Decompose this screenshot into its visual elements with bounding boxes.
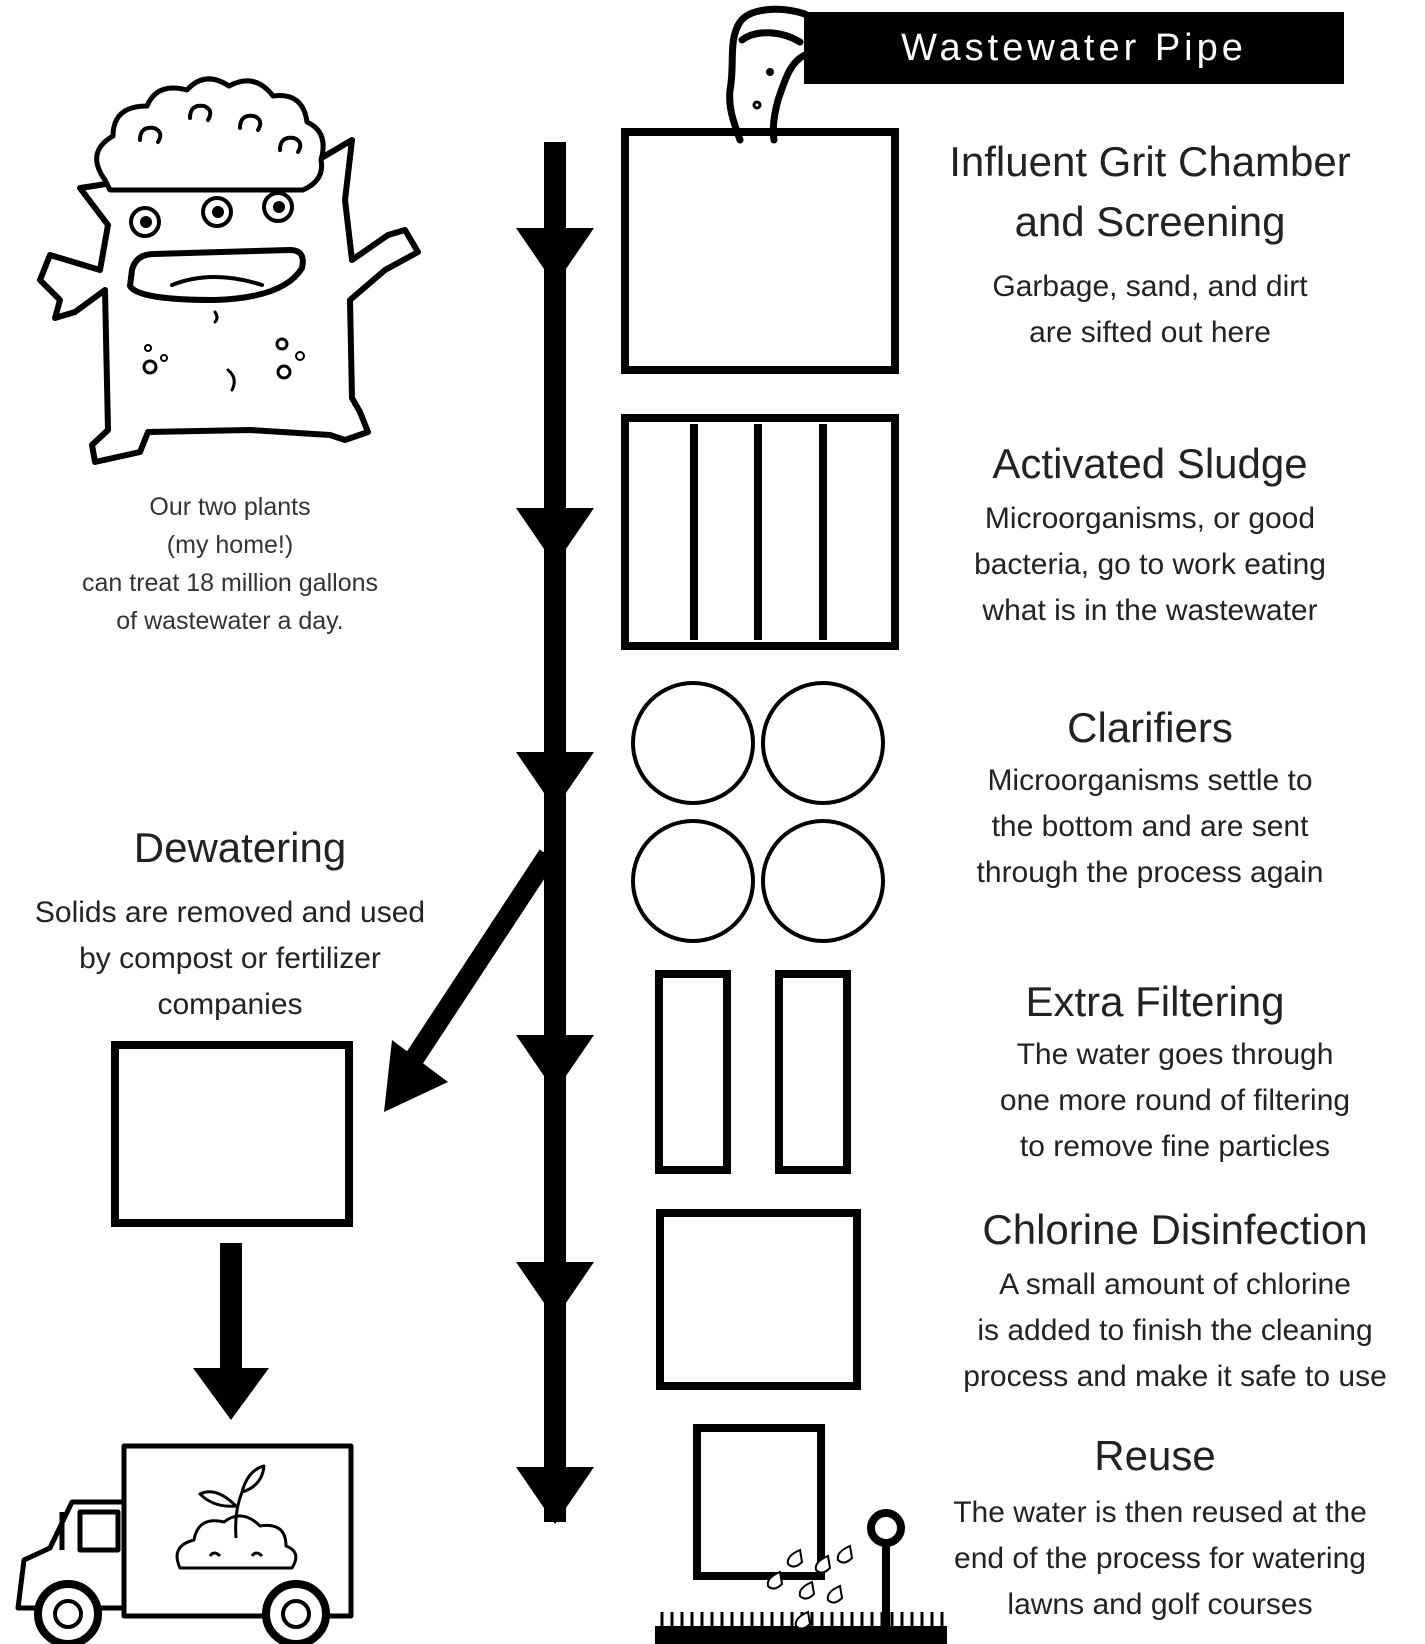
activated-sludge-tank: [621, 414, 899, 650]
stage-chlorine-desc: A small amount of chlorine is added to f…: [963, 1268, 1387, 1393]
stage-chlorine-title: Chlorine Disinfection: [982, 1206, 1368, 1253]
chlorine-tank: [656, 1209, 861, 1390]
main-flow-arrow: [516, 142, 594, 1524]
compost-truck-icon: [15, 1443, 354, 1644]
grit-chamber-tank: [621, 128, 899, 374]
mascot-caption: Our two plants (my home!) can treat 18 m…: [82, 493, 378, 635]
stage-filtering-desc: The water goes through one more round of…: [999, 1038, 1351, 1163]
stage-grit-desc: Garbage, sand, and dirt are sifted out h…: [992, 270, 1308, 349]
dewatering-title: Dewatering: [133, 824, 347, 871]
plant-sprout-icon: [175, 1464, 298, 1570]
truck-arrow: [193, 1243, 269, 1420]
stage-reuse-title: Reuse: [1094, 1432, 1216, 1479]
pipe-spout-icon: [726, 5, 809, 144]
clarifier-tanks: [631, 681, 885, 943]
stage-clarifiers-title: Clarifiers: [1067, 704, 1233, 751]
stage-sludge-desc: Microorganisms, or good bacteria, go to …: [974, 502, 1326, 627]
stage-filtering-title: Extra Filtering: [1025, 978, 1285, 1025]
sprinkler-icon: [655, 1509, 947, 1644]
stage-clarifiers-desc: Microorganisms settle to the bottom and …: [976, 764, 1324, 889]
dewatering-tank: [111, 1041, 353, 1227]
dewatering-branch-arrow: [384, 849, 557, 1112]
wastewater-pipe-label: Wastewater Pipe: [804, 12, 1344, 84]
dewatering-desc: Solids are removed and used by compost o…: [34, 896, 426, 1021]
extra-filtering-tanks: [655, 970, 851, 1174]
stage-reuse-desc: The water is then reused at the end of t…: [953, 1496, 1367, 1621]
reuse-tank: [693, 1424, 825, 1580]
monster-mascot-icon: [37, 76, 421, 465]
stage-sludge-title: Activated Sludge: [992, 440, 1308, 487]
stage-grit-title: Influent Grit Chamber and Screening: [949, 138, 1351, 245]
